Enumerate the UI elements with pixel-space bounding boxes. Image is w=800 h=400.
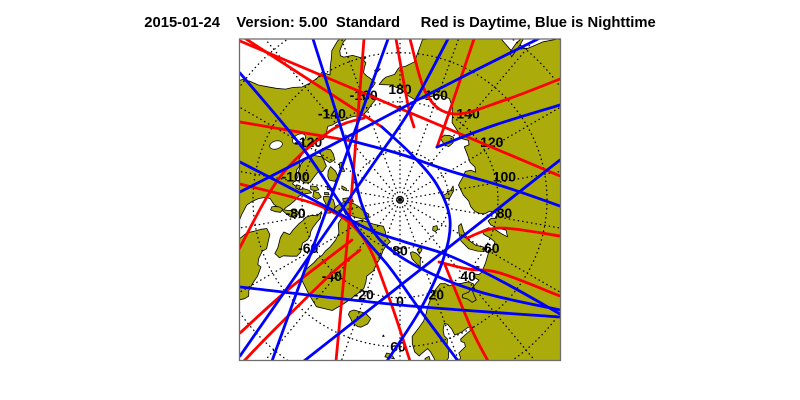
svg-text:-140: -140 — [318, 106, 346, 122]
svg-text:40: 40 — [460, 268, 476, 284]
svg-text:20: 20 — [429, 286, 445, 302]
svg-text:180: 180 — [388, 81, 412, 97]
svg-text:80: 80 — [497, 205, 513, 221]
svg-text:-40: -40 — [322, 268, 342, 284]
svg-text:-20: -20 — [354, 286, 374, 302]
svg-text:-80: -80 — [285, 205, 305, 221]
svg-text:0: 0 — [396, 293, 404, 309]
svg-text:-100: -100 — [282, 168, 310, 184]
svg-text:100: 100 — [493, 168, 517, 184]
svg-text:60: 60 — [484, 240, 500, 256]
